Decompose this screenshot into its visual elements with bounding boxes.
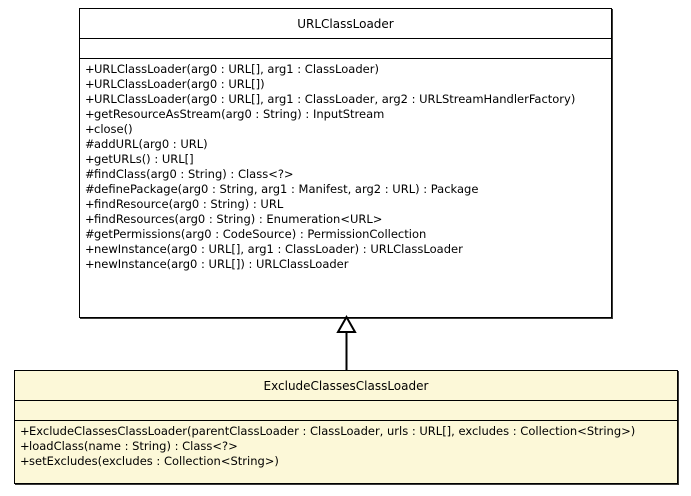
- operation-row: +URLClassLoader(arg0 : URL[], arg1 : Cla…: [80, 62, 611, 77]
- operation-signature: close(): [94, 122, 133, 136]
- hollow-triangle-arrowhead-icon: [336, 314, 357, 333]
- operation-signature: URLClassLoader(arg0 : URL[], arg1 : Clas…: [94, 92, 576, 106]
- operation-row: +findResource(arg0 : String) : URL: [80, 197, 611, 212]
- operation-signature: findResource(arg0 : String) : URL: [94, 197, 284, 211]
- visibility-marker: +: [85, 77, 95, 91]
- operation-signature: newInstance(arg0 : URL[]) : URLClassLoad…: [94, 257, 349, 271]
- class-name-urlclassloader: URLClassLoader: [80, 9, 611, 39]
- operation-signature: getURLs() : URL[]: [94, 152, 194, 166]
- visibility-marker: +: [85, 152, 95, 166]
- visibility-marker: +: [85, 122, 95, 136]
- operation-signature: URLClassLoader(arg0 : URL[], arg1 : Clas…: [94, 62, 379, 76]
- visibility-marker: +: [20, 439, 30, 453]
- visibility-marker: +: [20, 454, 30, 468]
- visibility-marker: +: [85, 197, 95, 211]
- operation-signature: ExcludeClassesClassLoader(parentClassLoa…: [29, 424, 636, 438]
- attributes-compartment-urlclassloader: [80, 39, 611, 59]
- operation-signature: findResources(arg0 : String) : Enumerati…: [94, 212, 383, 226]
- visibility-marker: +: [20, 424, 30, 438]
- operation-row: #definePackage(arg0 : String, arg1 : Man…: [80, 182, 611, 197]
- operation-row: +URLClassLoader(arg0 : URL[]): [80, 77, 611, 92]
- operation-signature: loadClass(name : String) : Class<?>: [29, 439, 238, 453]
- operation-row: +getResourceAsStream(arg0 : String) : In…: [80, 107, 611, 122]
- operation-signature: definePackage(arg0 : String, arg1 : Mani…: [94, 182, 479, 196]
- visibility-marker: +: [85, 242, 95, 256]
- operation-row: +ExcludeClassesClassLoader(parentClassLo…: [15, 424, 677, 439]
- operation-row: +loadClass(name : String) : Class<?>: [15, 439, 677, 454]
- operation-signature: getPermissions(arg0 : CodeSource) : Perm…: [94, 227, 427, 241]
- operation-signature: addURL(arg0 : URL): [94, 137, 208, 151]
- visibility-marker: #: [85, 137, 95, 151]
- visibility-marker: #: [85, 167, 95, 181]
- operation-row: +URLClassLoader(arg0 : URL[], arg1 : Cla…: [80, 92, 611, 107]
- operation-row: +setExcludes(excludes : Collection<Strin…: [15, 454, 677, 469]
- operation-row: #findClass(arg0 : String) : Class<?>: [80, 167, 611, 182]
- visibility-marker: +: [85, 257, 95, 271]
- class-name-excludeclassesclassloader: ExcludeClassesClassLoader: [15, 371, 677, 401]
- visibility-marker: +: [85, 92, 95, 106]
- operation-signature: setExcludes(excludes : Collection<String…: [29, 454, 279, 468]
- operations-compartment-excludeclassesclassloader: +ExcludeClassesClassLoader(parentClassLo…: [15, 421, 677, 473]
- operation-row: +findResources(arg0 : String) : Enumerat…: [80, 212, 611, 227]
- visibility-marker: #: [85, 182, 95, 196]
- operation-signature: newInstance(arg0 : URL[], arg1 : ClassLo…: [94, 242, 463, 256]
- class-box-excludeclassesclassloader[interactable]: ExcludeClassesClassLoader +ExcludeClasse…: [14, 370, 678, 484]
- operation-row: +newInstance(arg0 : URL[], arg1 : ClassL…: [80, 242, 611, 257]
- class-box-urlclassloader[interactable]: URLClassLoader +URLClassLoader(arg0 : UR…: [79, 8, 612, 318]
- visibility-marker: +: [85, 62, 95, 76]
- visibility-marker: #: [85, 227, 95, 241]
- operations-compartment-urlclassloader: +URLClassLoader(arg0 : URL[], arg1 : Cla…: [80, 59, 611, 276]
- operation-row: +close(): [80, 122, 611, 137]
- operation-row: #getPermissions(arg0 : CodeSource) : Per…: [80, 227, 611, 242]
- operation-signature: getResourceAsStream(arg0 : String) : Inp…: [94, 107, 385, 121]
- visibility-marker: +: [85, 212, 95, 226]
- operation-signature: URLClassLoader(arg0 : URL[]): [94, 77, 265, 91]
- operation-row: +getURLs() : URL[]: [80, 152, 611, 167]
- operation-signature: findClass(arg0 : String) : Class<?>: [94, 167, 294, 181]
- operation-row: +newInstance(arg0 : URL[]) : URLClassLoa…: [80, 257, 611, 272]
- attributes-compartment-excludeclassesclassloader: [15, 401, 677, 421]
- visibility-marker: +: [85, 107, 95, 121]
- operation-row: #addURL(arg0 : URL): [80, 137, 611, 152]
